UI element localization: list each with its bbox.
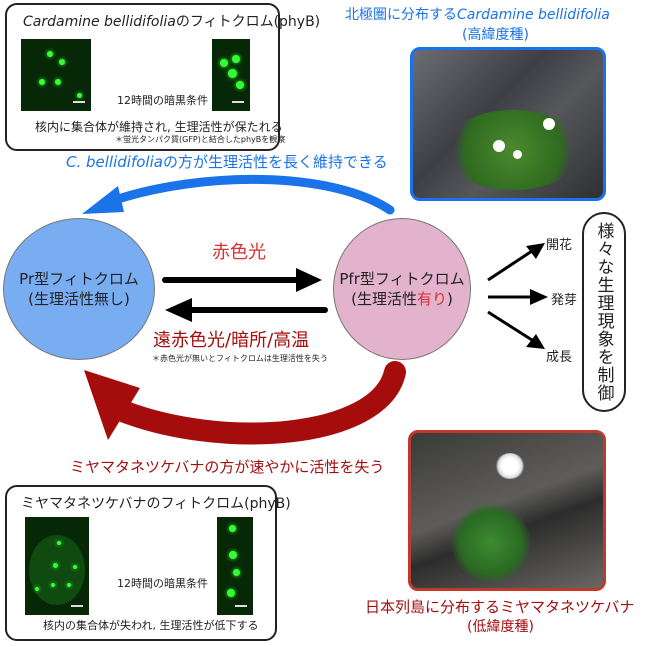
red-arrowhead: [84, 370, 140, 440]
far-red-note: ＊赤色光が無いとフィトクロムは生理活性を失う: [152, 354, 328, 363]
micrograph-after-dark: [25, 517, 89, 615]
species-name: Cardamine bellidifolia: [23, 14, 176, 30]
blue-caption: C. bellidifoliaの方が生理活性を長く維持できる: [66, 153, 388, 171]
pr-phytochrome-circle: Pr型フィトクロム (生理活性無し): [3, 218, 155, 360]
top-photo-caption: 北極圏に分布するCardamine bellidifolia: [345, 7, 610, 23]
outcome-flowering: 開花: [546, 238, 573, 253]
micrograph-before-dark: [217, 517, 253, 615]
blue-arrowhead: [82, 186, 124, 214]
panel-title: ミヤマタネツケバナのフィトクロム(phyB): [21, 496, 291, 512]
bottom-photo-caption: 日本列島に分布するミヤマタネツケバナ: [365, 598, 635, 616]
red-light-label: 赤色光: [212, 242, 266, 263]
bottom-photo-subcaption: (低緯度種): [467, 619, 534, 635]
blue-arc-arrow: [110, 174, 395, 215]
cardamine-phyb-panel: Cardamine bellidifoliaのフィトクロム(phyB) 12時間…: [5, 3, 320, 151]
pfr-activity-label: (生理活性有り): [351, 290, 453, 308]
miyamatanetsukebana-phyb-panel: ミヤマタネツケバナのフィトクロム(phyB) 12時間の暗黒条件 核内の集合体が…: [5, 485, 291, 641]
dark-condition-label: 12時間の暗黒条件: [117, 577, 208, 590]
arrow-flowering: [487, 249, 533, 282]
gfp-note: ＊蛍光タンパク質(GFP)と結合したphyBを観察: [115, 135, 286, 144]
panel-title-rest: のフィトクロム(phyB): [175, 14, 321, 30]
arrow-growth: [487, 310, 533, 342]
far-red-label: 遠赤色光/暗所/高温: [153, 330, 310, 351]
pr-activity-label: (生理活性無し): [28, 290, 130, 308]
dark-condition-label: 12時間の暗黒条件: [117, 94, 208, 107]
pfr-phytochrome-circle: Pfr型フィトクロム (生理活性有り): [333, 218, 471, 360]
outcome-germination: 発芽: [551, 293, 578, 308]
micrograph-before-dark: [212, 39, 250, 111]
micrograph-after-dark: [21, 39, 91, 111]
result-text: 核内の集合体が失われ, 生理活性が低下する: [43, 619, 259, 632]
result-text: 核内に集合体が維持され, 生理活性が保たれる: [35, 120, 283, 134]
pr-label: Pr型フィトクロム: [19, 270, 139, 288]
red-caption: ミヤマタネツケバナの方が速やかに活性を失う: [70, 458, 385, 476]
control-label: 様々な生理現象を制御: [582, 212, 626, 412]
pfr-label: Pfr型フィトクロム: [339, 270, 465, 288]
outcome-growth: 成長: [546, 350, 573, 365]
red-arc-arrow: [109, 361, 406, 445]
miyamatanetsukebana-photo: [408, 430, 606, 591]
top-photo-subcaption: (高緯度種): [462, 27, 529, 43]
cardamine-bellidifolia-photo: [410, 47, 606, 201]
panel-title: Cardamine bellidifoliaのフィトクロム(phyB): [23, 11, 320, 31]
